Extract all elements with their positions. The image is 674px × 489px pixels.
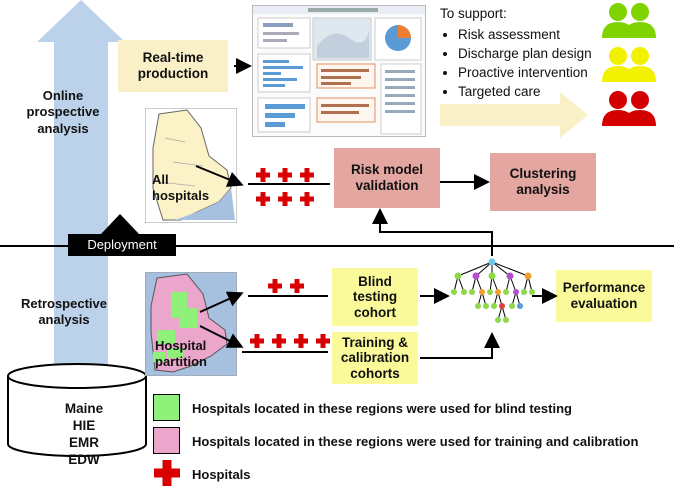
legend-pink-swatch	[153, 427, 180, 454]
support-item: Targeted care	[458, 82, 592, 101]
risk-model-box: Risk model validation	[334, 148, 440, 208]
deployment-up-arrow	[101, 214, 139, 234]
legend-cross-text: Hospitals	[192, 467, 251, 482]
online-analysis-label: Online prospective analysis	[26, 88, 100, 136]
database-label: Maine HIE EMR EDW	[64, 401, 104, 467]
legend-cross-icon	[154, 460, 180, 486]
support-title: To support:	[440, 6, 507, 21]
deployment-label: Deployment	[68, 234, 176, 256]
yellow-person-icon	[602, 47, 656, 82]
all-hospitals-label: All hospitals	[152, 172, 210, 204]
clustering-box: Clustering analysis	[490, 153, 596, 211]
legend-pink-text: Hospitals located in these regions were …	[192, 434, 639, 449]
maine-map-all	[145, 108, 237, 223]
support-arrow	[440, 92, 588, 138]
performance-box: Performance evaluation	[556, 270, 652, 322]
support-list: Risk assessment Discharge plan design Pr…	[440, 25, 592, 101]
patient-icons	[602, 3, 656, 126]
divider-line	[0, 245, 674, 247]
support-item: Discharge plan design	[458, 44, 592, 63]
dashboard-thumbnail	[252, 5, 426, 137]
support-item: Risk assessment	[458, 25, 592, 44]
hospital-partition-label: Hospital partition	[155, 338, 207, 370]
red-person-icon	[602, 91, 656, 126]
green-person-icon	[602, 3, 656, 38]
legend-green-text: Hospitals located in these regions were …	[192, 401, 572, 416]
database-icon	[7, 363, 147, 457]
realtime-production-box: Real-time production	[118, 40, 228, 92]
retrospective-analysis-label: Retrospective analysis	[21, 296, 107, 328]
training-box: Training & calibration cohorts	[332, 332, 418, 384]
blind-testing-box: Blind testing cohort	[332, 268, 418, 326]
support-item: Proactive intervention	[458, 63, 592, 82]
legend-green-swatch	[153, 394, 180, 421]
maine-map-partition	[145, 272, 237, 376]
